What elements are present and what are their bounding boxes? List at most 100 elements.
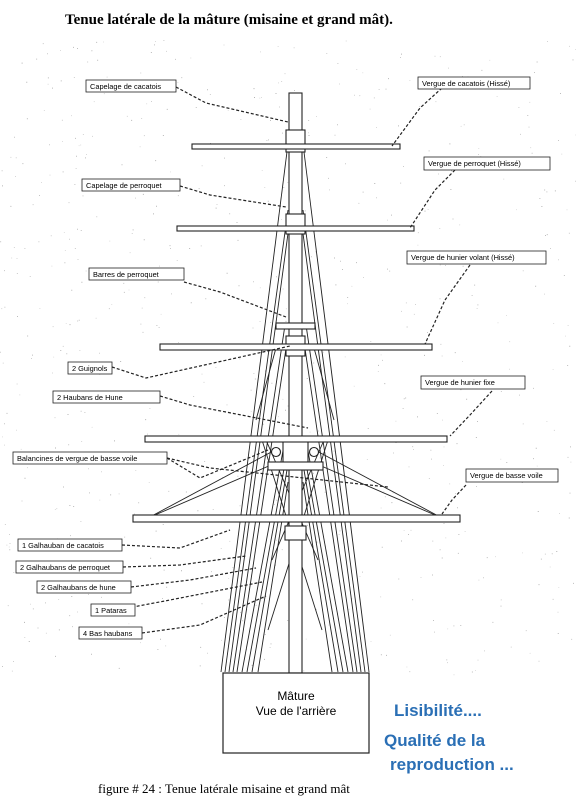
- speckle-dot: [205, 298, 207, 300]
- speckle-dot: [203, 381, 205, 383]
- speckle-dot: [442, 419, 443, 421]
- speckle-dot: [87, 61, 89, 63]
- speckle-dot: [559, 513, 560, 514]
- speckle-dot: [353, 385, 355, 387]
- speckle-dot: [545, 235, 546, 236]
- speckle-dot: [226, 272, 228, 274]
- label-vergue-perroquet: Vergue de perroquet (Hissé): [428, 159, 521, 168]
- speckle-dot: [326, 53, 328, 54]
- speckle-dot: [262, 423, 264, 425]
- speckle-dot: [224, 157, 225, 159]
- leader-arrow: [111, 345, 291, 379]
- speckle-dot: [171, 293, 172, 295]
- speckle-dot: [32, 204, 34, 206]
- speckle-dot: [412, 446, 414, 448]
- label-galhaubans-perroquet: 2 Galhaubans de perroquet: [20, 563, 110, 572]
- yard-basse-voile: [132, 514, 461, 523]
- leader-arrow: [449, 390, 493, 437]
- speckle-dot: [55, 655, 56, 657]
- speckle-dot: [29, 276, 31, 277]
- label-box: [423, 156, 551, 171]
- speckle-dot: [313, 362, 315, 364]
- speckle-dot: [463, 124, 465, 126]
- speckle-dot: [475, 437, 477, 438]
- speckle-dot: [123, 282, 125, 284]
- speckle-dot: [466, 398, 468, 400]
- speckle-dot: [439, 549, 441, 551]
- speckle-dot: [544, 189, 546, 191]
- speckle-dot: [103, 580, 105, 581]
- speckle-dot: [477, 304, 479, 306]
- leader-arrow: [159, 395, 309, 429]
- label-barres-perroquet: Barres de perroquet: [93, 270, 159, 279]
- speckle-dot: [334, 134, 336, 136]
- speckle-dot: [158, 327, 160, 328]
- speckle-dot: [70, 535, 71, 537]
- speckle-dot: [546, 421, 548, 422]
- figure-caption: figure # 24 : Tenue latérale misaine et …: [98, 781, 350, 796]
- speckle-dot: [15, 176, 16, 177]
- speckle-dot: [358, 202, 360, 204]
- speckle-dot: [165, 645, 167, 647]
- speckle-dot: [163, 40, 165, 41]
- speckle-dot: [441, 557, 443, 559]
- speckle-dot: [313, 472, 314, 474]
- speckle-dot: [500, 599, 502, 601]
- speckle-dot: [477, 421, 478, 422]
- speckle-dot: [128, 289, 130, 291]
- speckle-dot: [80, 230, 82, 231]
- label-galhauban-cacatois: 1 Galhauban de cacatois: [22, 541, 104, 550]
- speckle-dot: [522, 423, 524, 425]
- quality-note: Lisibilité.... Qualité de la reproductio…: [384, 701, 514, 774]
- speckle-dot: [129, 252, 131, 254]
- speckle-dot: [417, 244, 419, 246]
- speckle-dot: [7, 605, 9, 607]
- label-box: [465, 468, 559, 483]
- speckle-dot: [264, 187, 266, 188]
- speckle-dot: [362, 72, 364, 74]
- speckle-dot: [533, 387, 534, 389]
- speckle-dot: [49, 144, 50, 146]
- speckle-dot: [140, 72, 142, 74]
- speckle-dot: [155, 530, 157, 532]
- label-box: [81, 178, 181, 192]
- speckle-dot: [428, 478, 430, 479]
- speckle-dot: [218, 558, 219, 560]
- speckle-dot: [447, 628, 449, 630]
- speckle-dot: [560, 93, 561, 94]
- label-box: [67, 361, 113, 375]
- speckle-dot: [519, 394, 520, 396]
- speckle-dot: [285, 308, 287, 310]
- speckle-dot: [549, 566, 551, 568]
- speckle-dot: [201, 603, 203, 605]
- shroud-line: [236, 341, 288, 673]
- speckle-dot: [24, 477, 26, 479]
- speckle-dot: [537, 511, 539, 512]
- speckle-dot: [419, 106, 421, 107]
- speckle-dot: [142, 193, 144, 195]
- speckle-dot: [64, 250, 66, 251]
- mast-pole: [288, 92, 303, 674]
- shroud-line: [301, 225, 362, 673]
- mast: [267, 92, 324, 674]
- label-capelage-cacatois: Capelage de cacatois: [90, 82, 161, 91]
- speckle-dot: [204, 461, 206, 462]
- speckle-dot: [99, 499, 101, 501]
- speckle-dot: [1, 170, 3, 172]
- speckle-dot: [68, 202, 70, 204]
- speckle-dot: [128, 623, 130, 625]
- speckle-dot: [99, 352, 100, 354]
- speckle-dot: [16, 258, 18, 259]
- speckle-dot: [271, 382, 273, 384]
- speckle-dot: [237, 475, 239, 477]
- note-line2: Qualité de la: [384, 731, 486, 750]
- speckle-dot: [21, 500, 23, 502]
- speckle-dot: [228, 599, 230, 601]
- speckle-dot: [50, 235, 52, 237]
- speckle-dot: [62, 141, 63, 142]
- speckle-dot: [376, 197, 377, 199]
- leader-arrow: [121, 529, 231, 549]
- speckle-dot: [382, 359, 383, 361]
- speckle-dot: [170, 171, 171, 173]
- speckle-dot: [145, 419, 147, 421]
